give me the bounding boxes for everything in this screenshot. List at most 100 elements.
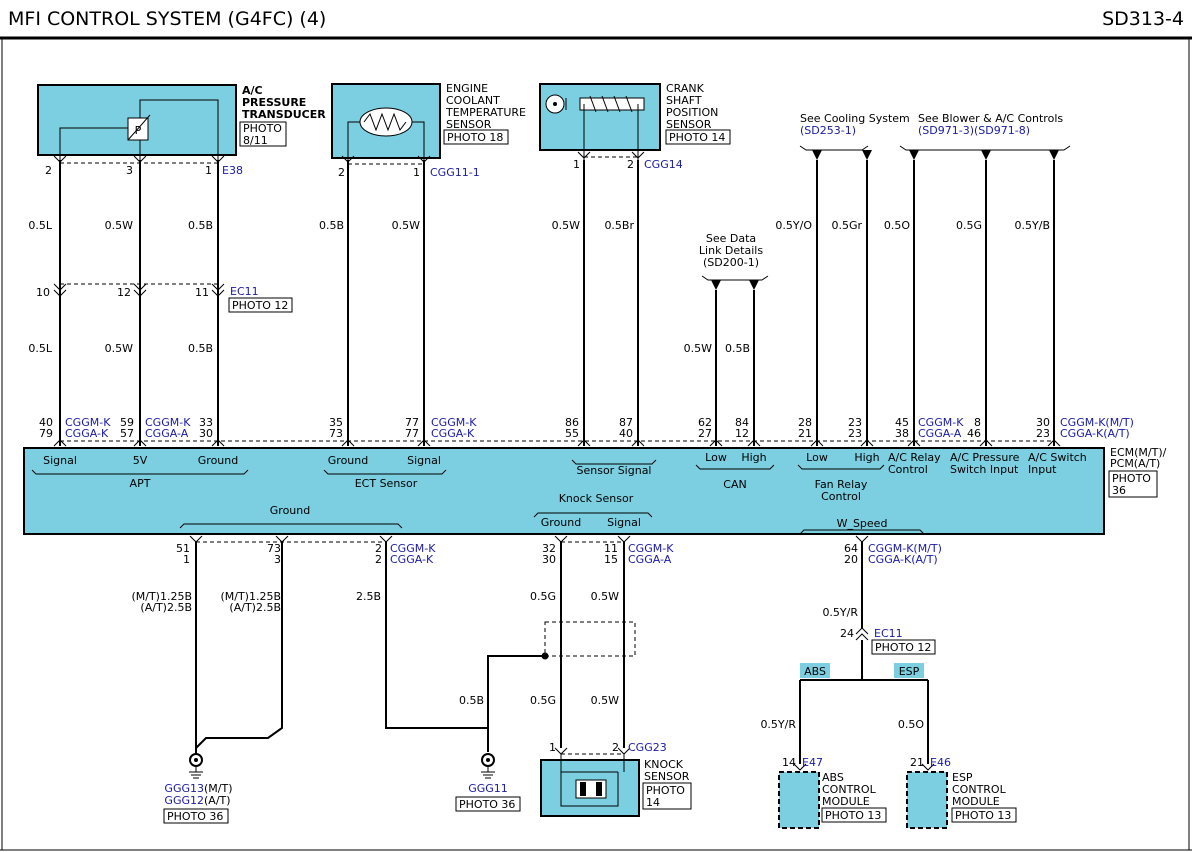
connector-e38: E38 — [222, 164, 243, 177]
svg-text:2.5B: 2.5B — [356, 590, 381, 603]
svg-text:38: 38 — [895, 427, 909, 440]
esp-control-module: ESP CONTROL MODULE PHOTO 13 — [906, 771, 1017, 829]
svg-text:CGGA-K: CGGA-K — [431, 427, 475, 440]
svg-text:84: 84 — [735, 416, 749, 429]
svg-text:TEMPERATURE: TEMPERATURE — [445, 106, 526, 119]
svg-text:24: 24 — [840, 627, 854, 640]
svg-text:40: 40 — [619, 427, 633, 440]
svg-text:CGGM-K: CGGM-K — [431, 416, 477, 429]
svg-text:PHOTO 13: PHOTO 13 — [955, 809, 1011, 822]
svg-text:PHOTO 13: PHOTO 13 — [825, 809, 881, 822]
svg-text:20: 20 — [844, 553, 858, 566]
svg-text:0.5Br: 0.5Br — [604, 219, 634, 232]
engine-coolant-temperature-sensor: ENGINE COOLANT TEMPERATURE SENSOR PHOTO … — [331, 82, 526, 160]
svg-text:0.5W: 0.5W — [591, 694, 619, 707]
svg-text:62: 62 — [698, 416, 712, 429]
svg-text:0.5L: 0.5L — [28, 342, 52, 355]
svg-text:73: 73 — [267, 542, 281, 555]
svg-text:Control: Control — [888, 463, 928, 476]
page-code: SD313-4 — [1102, 8, 1184, 30]
ac-pressure-transducer: P A/C PRESSURE TRANSDUCER PHOTO 8/11 — [37, 84, 326, 160]
svg-text:CGGA-K(A/T): CGGA-K(A/T) — [868, 553, 938, 566]
svg-text:0.5B: 0.5B — [188, 342, 213, 355]
svg-text:(SD971-8): (SD971-8) — [974, 124, 1030, 137]
svg-text:0.5Y/R: 0.5Y/R — [822, 606, 858, 619]
ground-ggg11-icon — [481, 753, 495, 779]
svg-text:CGGM-K(M/T): CGGM-K(M/T) — [1060, 416, 1134, 429]
knock-sensor-label: KNOCK — [644, 758, 684, 771]
knock-sensor: KNOCK SENSOR PHOTO 14 — [540, 754, 692, 817]
ecm-group-wspeed: W_Speed — [837, 517, 888, 530]
abs-control-module: ABS CONTROL MODULE PHOTO 13 — [778, 771, 887, 829]
svg-text:Signal: Signal — [43, 454, 77, 467]
ecm-group-knock: Knock Sensor — [559, 492, 634, 505]
svg-text:PHOTO 36: PHOTO 36 — [459, 798, 515, 811]
svg-text:High: High — [854, 451, 879, 464]
svg-text:PRESSURE: PRESSURE — [242, 96, 306, 109]
svg-text:11: 11 — [604, 542, 618, 555]
svg-text:27: 27 — [698, 427, 712, 440]
connector-e46: E46 — [930, 756, 951, 769]
svg-text:3: 3 — [274, 553, 281, 566]
connector-cgg23: CGG23 — [628, 741, 667, 754]
svg-text:59: 59 — [120, 416, 134, 429]
svg-text:23: 23 — [848, 416, 862, 429]
svg-text:28: 28 — [798, 416, 812, 429]
svg-text:0.5Y/B: 0.5Y/B — [1015, 219, 1050, 232]
svg-text:77: 77 — [405, 427, 419, 440]
ground-ggg13-icon — [189, 753, 203, 779]
svg-text:1: 1 — [205, 164, 212, 177]
svg-text:0.5G: 0.5G — [530, 694, 556, 707]
svg-text:30: 30 — [1036, 416, 1050, 429]
connector-ec11: EC11 — [230, 285, 259, 298]
svg-text:CGGM-K(M/T): CGGM-K(M/T) — [868, 542, 942, 555]
knock-sensor-photo: PHOTO — [646, 784, 685, 797]
svg-text:ABS: ABS — [822, 771, 844, 784]
svg-text:46: 46 — [967, 427, 981, 440]
svg-text:(A/T)2.5B: (A/T)2.5B — [229, 601, 281, 614]
svg-text:86: 86 — [565, 416, 579, 429]
svg-text:87: 87 — [619, 416, 633, 429]
ecm-ac-relay: A/C Relay — [888, 451, 941, 464]
svg-text:CGGM-K: CGGM-K — [628, 542, 674, 555]
svg-text:0.5B: 0.5B — [459, 694, 484, 707]
svg-text:(A/T)2.5B: (A/T)2.5B — [140, 601, 192, 614]
svg-text:0.5G: 0.5G — [530, 590, 556, 603]
svg-text:21: 21 — [798, 427, 812, 440]
svg-text:33: 33 — [199, 416, 213, 429]
ground-ggg11: GGG11 — [468, 782, 508, 795]
svg-text:12: 12 — [735, 427, 749, 440]
svg-text:1: 1 — [573, 158, 580, 171]
svg-text:2: 2 — [338, 166, 345, 179]
svg-text:MODULE: MODULE — [952, 795, 1000, 808]
ref-data-link: See Data — [706, 232, 756, 245]
svg-text:0.5G: 0.5G — [956, 219, 982, 232]
svg-text:POSITION: POSITION — [666, 106, 718, 119]
svg-text:5V: 5V — [133, 454, 148, 467]
svg-text:CGGA-A: CGGA-A — [628, 553, 672, 566]
svg-text:77: 77 — [405, 416, 419, 429]
svg-text:32: 32 — [542, 542, 556, 555]
ecm-label: ECM(M/T)/ — [1110, 446, 1167, 459]
svg-text:1: 1 — [183, 553, 190, 566]
svg-text:TRANSDUCER: TRANSDUCER — [242, 108, 326, 121]
ckp-sensor-label: CRANK — [666, 82, 705, 95]
svg-text:COOLANT: COOLANT — [446, 94, 500, 107]
svg-text:0.5W: 0.5W — [392, 219, 420, 232]
bottom-wires — [195, 542, 929, 764]
svg-text:CGGM-K: CGGM-K — [145, 416, 191, 429]
top-wires — [59, 160, 1055, 446]
svg-text:High: High — [741, 451, 766, 464]
svg-text:21: 21 — [910, 756, 924, 769]
svg-text:73: 73 — [329, 427, 343, 440]
svg-text:CGGA-A: CGGA-A — [145, 427, 189, 440]
svg-text:SHAFT: SHAFT — [666, 94, 702, 107]
svg-text:0.5W: 0.5W — [684, 342, 712, 355]
svg-text:2: 2 — [375, 542, 382, 555]
svg-text:0.5B: 0.5B — [319, 219, 344, 232]
svg-text:Ground: Ground — [198, 454, 238, 467]
svg-text:Link Details: Link Details — [699, 244, 763, 257]
svg-text:Ground: Ground — [328, 454, 368, 467]
svg-text:(SD971-3): (SD971-3) — [918, 124, 974, 137]
